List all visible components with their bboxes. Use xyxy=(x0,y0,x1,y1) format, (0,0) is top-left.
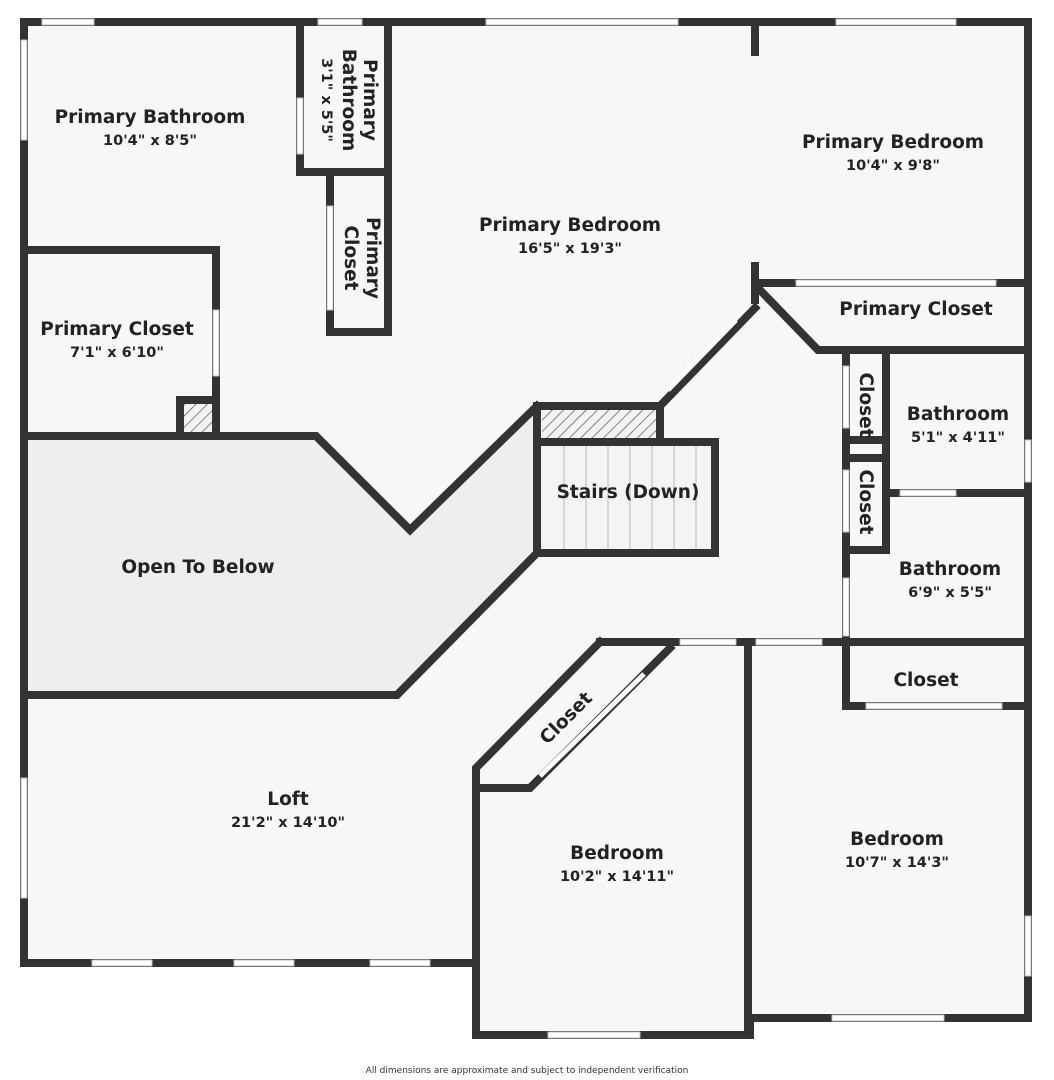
primary-bedroom-nook-name: Primary Bedroom xyxy=(802,132,984,153)
closet-lower-name: Closet xyxy=(855,469,876,534)
primary-closet-left-dim: 7'1" x 6'10" xyxy=(70,345,164,361)
windows xyxy=(20,18,1032,1039)
bathroom-small-dim: 5'1" x 4'11" xyxy=(911,430,1005,446)
stairs xyxy=(539,444,715,553)
primary-bathroom-small-dim: 3'1" x 5'5" xyxy=(318,58,334,142)
primary-bathroom-small-name-line1: Primary xyxy=(359,59,380,141)
loft-name: Loft xyxy=(267,789,309,810)
primary-bathroom-dim: 10'4" x 8'5" xyxy=(103,133,197,149)
closet-right-name: Closet xyxy=(893,670,958,691)
open-to-below-name: Open To Below xyxy=(121,557,274,578)
primary-bedroom-nook-dim: 10'4" x 9'8" xyxy=(846,158,940,174)
primary-bedroom-main-dim: 16'5" x 19'3" xyxy=(518,241,622,257)
primary-closet-right-name: Primary Closet xyxy=(839,299,993,320)
hatched-chase-closet xyxy=(184,402,212,432)
disclaimer-text: All dimensions are approximate and subje… xyxy=(366,1066,689,1076)
bathroom-small-name: Bathroom xyxy=(907,404,1009,425)
primary-closet-small-name-line1: Primary xyxy=(362,217,383,299)
bathroom-large-dim: 6'9" x 5'5" xyxy=(908,585,992,601)
primary-bathroom-small-name-line2: Bathroom xyxy=(338,49,359,151)
bedroom-center-name: Bedroom xyxy=(570,843,664,864)
primary-bathroom-name: Primary Bathroom xyxy=(55,107,246,128)
hatched-chase-stairs xyxy=(542,410,656,440)
open-to-below-area xyxy=(26,408,537,695)
primary-closet-left-name: Primary Closet xyxy=(40,319,194,340)
door-opening-stairs xyxy=(666,318,738,392)
primary-bedroom-main-name: Primary Bedroom xyxy=(479,215,661,236)
bedroom-right-name: Bedroom xyxy=(850,829,944,850)
bathroom-large-name: Bathroom xyxy=(899,559,1001,580)
stairs-name: Stairs (Down) xyxy=(557,482,700,503)
door-opening-closet xyxy=(538,672,646,778)
bedroom-center-dim: 10'2" x 14'11" xyxy=(560,869,674,885)
closet-upper-name: Closet xyxy=(855,372,876,437)
loft-dim: 21'2" x 14'10" xyxy=(231,815,345,831)
bedroom-right-dim: 10'7" x 14'3" xyxy=(845,855,949,871)
primary-closet-small-name-line2: Closet xyxy=(340,225,361,290)
